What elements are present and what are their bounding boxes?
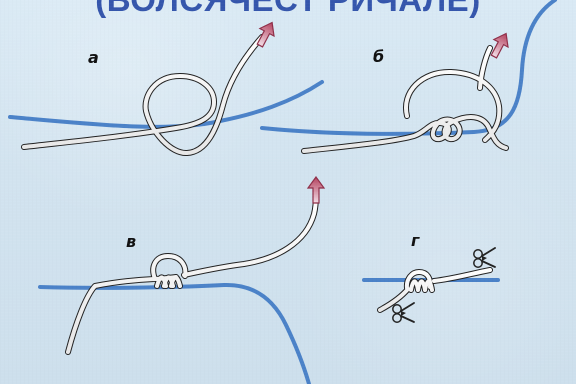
pull-arrow-icon	[487, 30, 513, 60]
blue-line-v	[40, 285, 309, 384]
step-label-g: г	[411, 231, 420, 250]
step-g-diagram: г	[364, 231, 498, 322]
step-v-diagram: в	[40, 177, 324, 384]
rope-step-v	[68, 194, 316, 352]
scissors-icon	[393, 303, 414, 322]
step-label-a: а	[88, 48, 99, 67]
step-label-v: в	[126, 232, 136, 251]
scissors-icon	[474, 248, 495, 267]
step-a-diagram: а	[10, 19, 322, 153]
pull-arrow-icon	[308, 177, 324, 203]
step-b-diagram: б	[262, 0, 555, 151]
step-label-b: б	[373, 47, 384, 66]
blue-line-a	[10, 82, 322, 127]
